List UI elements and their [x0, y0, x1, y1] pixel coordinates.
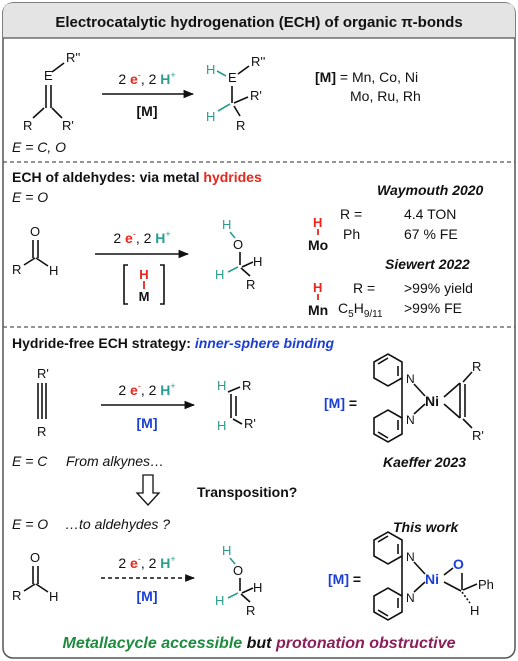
e-definition-2: E = O [12, 189, 48, 205]
siewert-row1-left: R = [353, 280, 375, 296]
complex2-H: H [470, 603, 479, 618]
catalyst-label: [M] [137, 103, 158, 119]
alcohol-H3: H [253, 254, 262, 269]
bipyridine-ni-alkyne-complex: N N Ni R R' [373, 353, 484, 443]
from-alkynes-label: From alkynes… [66, 453, 164, 469]
siewert-metal: Mn [308, 302, 328, 318]
alkene-R1: R' [244, 416, 256, 431]
substrate-R1: R' [62, 118, 74, 133]
to-aldehydes-label: …to aldehydes ? [65, 516, 170, 532]
e-definition-3: E = C [12, 453, 48, 469]
substrate-R: R [23, 118, 32, 133]
alcohol2-O: O [233, 563, 243, 578]
alcohol-H2: H [215, 267, 224, 282]
waymouth-metal: Mo [308, 237, 328, 253]
panel-metal-hydrides: ECH of aldehydes: via metal hydrides E =… [12, 169, 484, 320]
complex1-N2: N [406, 413, 415, 427]
alkene-H1: H [217, 378, 226, 393]
conclusion-footer: Metallacycle accessible but protonation … [62, 635, 455, 652]
complex2-Ni: Ni [425, 571, 439, 587]
alcohol-O: O [233, 237, 243, 252]
substrate-R2: R'' [66, 50, 80, 65]
aldehyde-O: O [30, 224, 40, 239]
alcohol2-R: R [246, 603, 255, 618]
panel3-heading: Hydride-free ECH strategy: inner-sphere … [12, 335, 335, 351]
complex2-N1: N [406, 550, 415, 564]
alcohol2-H2: H [215, 593, 224, 608]
siewert-row2-right: >99% FE [404, 300, 462, 316]
panel-general-ech: E R'' R R' 2 e-, 2 H+ [M] H E R'' R' H R… [12, 50, 421, 155]
alcohol-H1: H [222, 217, 231, 232]
bracket-metal-M: M [139, 289, 150, 304]
complex1-R1: R' [472, 428, 484, 443]
aldehyde2-O: O [30, 550, 40, 565]
substrate-E: E [44, 68, 53, 83]
this-work-label: This work [393, 519, 460, 535]
catalyst-label-3: [M] [137, 415, 158, 431]
waymouth-row2-left: Ph [343, 226, 360, 242]
alcohol-R: R [246, 277, 255, 292]
siewert-H: H [313, 280, 322, 295]
alcohol2-H3: H [253, 580, 262, 595]
figure-title: Electrocatalytic hydrogenation (ECH) of … [55, 14, 462, 31]
arrow-reagents-2: 2 e-, 2 H+ [113, 229, 170, 246]
complex2-O: O [453, 556, 464, 572]
arrow-reagents-3: 2 e-, 2 H+ [118, 381, 175, 398]
siewert-ref: Siewert 2022 [385, 256, 470, 272]
aldehyde2-R: R [12, 588, 21, 603]
m-equals-1: [M] = [324, 395, 357, 411]
product-R: R [236, 118, 245, 133]
product-E: E [228, 70, 237, 85]
waymouth-H: H [313, 215, 322, 230]
aldehyde-R: R [12, 262, 21, 277]
product-H1: H [206, 62, 215, 77]
waymouth-row2-right: 67 % FE [404, 226, 458, 242]
complex1-Ni: Ni [425, 393, 439, 409]
product-R1: R' [250, 88, 262, 103]
e-definition-4: E = O [12, 516, 48, 532]
complex2-Ph: Ph [478, 577, 494, 592]
panel-inner-sphere: Hydride-free ECH strategy: inner-sphere … [12, 335, 494, 652]
siewert-row1-right: >99% yield [404, 280, 473, 296]
arrow-reagents-4: 2 e-, 2 H+ [118, 554, 175, 571]
m-equals-2: [M] = [328, 571, 361, 587]
panel2-heading: ECH of aldehydes: via metal hydrides [12, 169, 262, 185]
product-H2: H [206, 109, 215, 124]
metals-list-line2: Mo, Ru, Rh [350, 88, 421, 104]
catalyst-label-4: [M] [137, 588, 158, 604]
aldehyde2-H: H [49, 589, 58, 604]
waymouth-ref: Waymouth 2020 [377, 182, 484, 198]
bracket-hydride-H: H [139, 267, 148, 282]
transposition-arrow-icon [135, 474, 161, 506]
arrow-reagents: 2 e-, 2 H+ [118, 70, 175, 87]
waymouth-row1-right: 4.4 TON [404, 206, 456, 222]
e-definition-1: E = C, O [12, 139, 66, 155]
product-R2: R'' [251, 54, 265, 69]
bipyridine-ni-oxanickelacycle-complex: N N Ni O Ph H [373, 531, 494, 621]
alkyne-R1: R' [37, 366, 49, 381]
alkyne-R: R [37, 424, 46, 439]
waymouth-row1-left: R = [340, 206, 362, 222]
alkene-R: R [242, 378, 251, 393]
transposition-label: Transposition? [197, 484, 297, 500]
kaeffer-ref: Kaeffer 2023 [383, 454, 466, 470]
alkene-H2: H [217, 418, 226, 433]
aldehyde-H: H [49, 263, 58, 278]
complex1-R: R [472, 359, 481, 374]
metals-list: [M] = Mn, Co, Ni [315, 69, 418, 85]
complex2-N2: N [406, 591, 415, 605]
complex1-N1: N [406, 372, 415, 386]
title-band [3, 3, 515, 38]
alcohol2-H1: H [222, 543, 231, 558]
